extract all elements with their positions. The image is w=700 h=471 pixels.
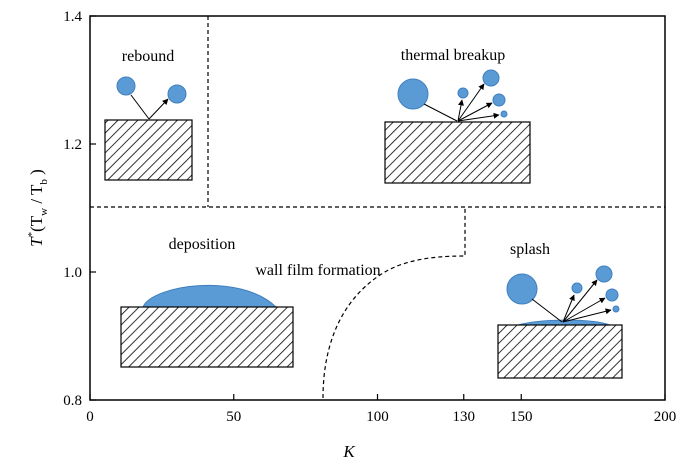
x-axis-ticks: 0 50 100 130 150 200 — [86, 394, 676, 425]
regime-boundaries — [90, 16, 665, 399]
wall-block — [497, 324, 623, 379]
arrow-icon — [148, 98, 169, 120]
arrow-icon — [562, 308, 612, 323]
arrow-icon — [457, 112, 500, 122]
y-axis-ticks: 0.8 1.0 1.2 1.4 — [63, 9, 96, 409]
droplet-icon — [571, 282, 583, 294]
y-tick-label: 1.4 — [63, 9, 82, 25]
y-tick-label: 0.8 — [63, 393, 82, 409]
x-tick-label: 100 — [366, 409, 389, 425]
wall-block — [384, 121, 531, 184]
deposited-film-icon — [142, 284, 278, 308]
droplet-icon — [482, 69, 500, 87]
splash-label: splash — [510, 241, 550, 258]
y-tick-label: 1.2 — [63, 137, 82, 153]
droplet-icon — [595, 265, 613, 283]
droplet-icon — [167, 84, 187, 104]
splash-boundary-curve — [322, 207, 466, 399]
arrow-line — [423, 103, 458, 122]
thermal-breakup-label: thermal breakup — [401, 47, 505, 64]
droplet-icon — [500, 110, 508, 118]
droplet-icon — [506, 273, 538, 305]
x-tick-label: 130 — [453, 409, 476, 425]
wall-block — [104, 119, 193, 181]
deposition-illustration — [120, 284, 294, 368]
droplet-icon — [457, 87, 469, 99]
arrow-icon — [562, 279, 598, 323]
rebound-label: rebound — [122, 48, 174, 65]
x-axis-label: K — [342, 442, 356, 461]
x-tick-label: 50 — [226, 409, 241, 425]
splash-illustration — [497, 265, 623, 379]
droplet-icon — [612, 305, 620, 313]
thermal-breakup-illustration — [384, 69, 531, 184]
arrow-line — [130, 94, 150, 120]
wall-block — [120, 306, 294, 368]
droplet-icon — [492, 93, 506, 107]
x-tick-label: 0 — [86, 409, 94, 425]
arrow-icon — [457, 83, 485, 122]
y-tick-label: 1.0 — [63, 265, 82, 281]
x-tick-label: 150 — [510, 409, 533, 425]
arrow-icon — [562, 297, 606, 323]
arrow-icon — [457, 99, 464, 122]
x-tick-label: 200 — [654, 409, 677, 425]
droplet-icon — [605, 288, 619, 302]
droplet-icon — [397, 78, 429, 110]
arrow-icon — [562, 294, 575, 323]
deposition-label: deposition — [169, 236, 236, 253]
wall-film-formation-label: wall film formation — [255, 262, 380, 279]
rebound-illustration — [104, 76, 193, 181]
arrow-icon — [457, 102, 493, 122]
droplet-icon — [116, 76, 136, 96]
y-axis-label: T*(Tw / Tb ) — [26, 169, 50, 247]
arrow-line — [531, 298, 563, 323]
